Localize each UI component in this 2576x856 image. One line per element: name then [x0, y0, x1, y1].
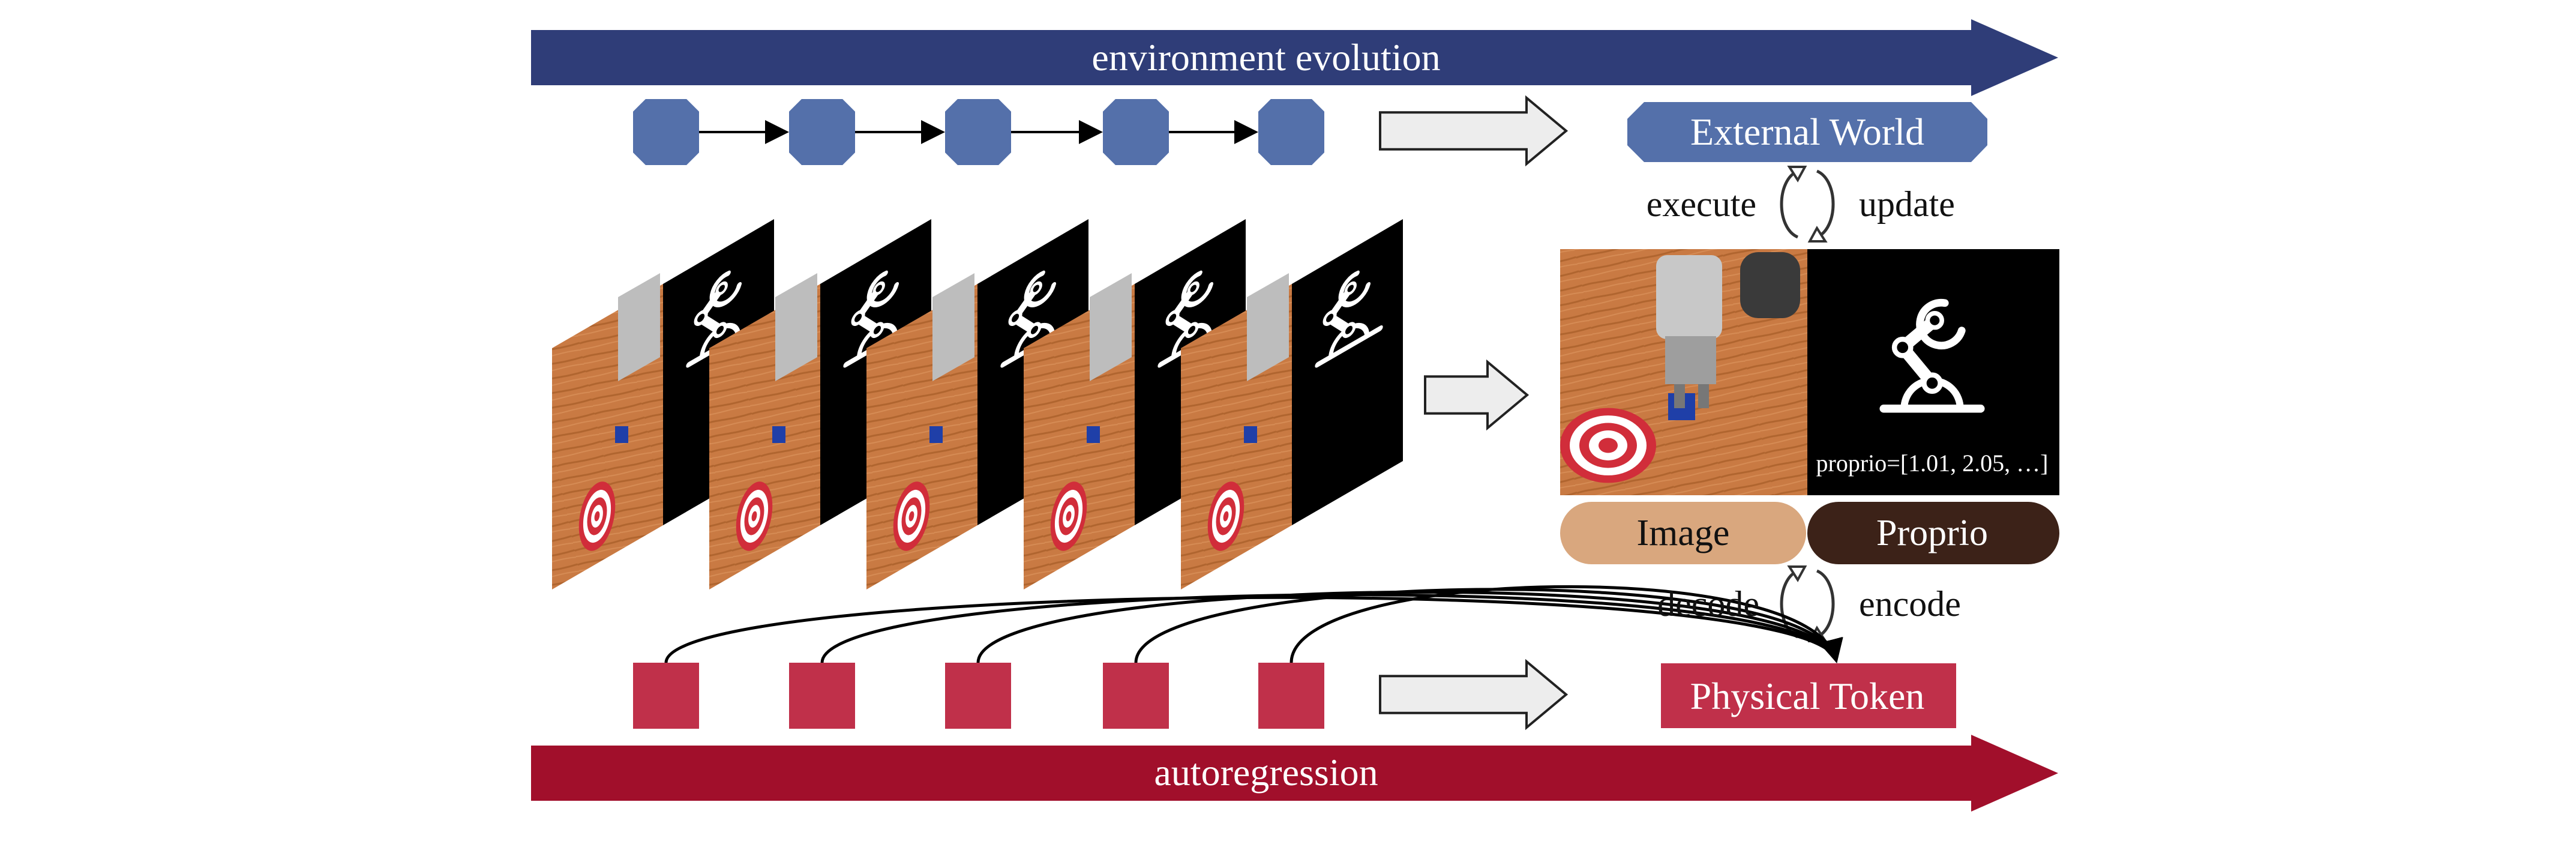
- frame-target: [1050, 481, 1087, 551]
- physical-token-label: Physical Token: [1690, 675, 1925, 717]
- frame-cube: [1244, 426, 1257, 443]
- robot-body: [1656, 255, 1722, 339]
- target-ring: [1599, 438, 1618, 453]
- frame-robot: [618, 273, 660, 381]
- state-node: [633, 99, 699, 165]
- target-ring: [908, 511, 914, 522]
- cycle-arrows-icon: [1782, 167, 1833, 241]
- gripper-finger: [1698, 384, 1709, 408]
- token-node: [945, 663, 1011, 729]
- state-node: [945, 99, 1011, 165]
- token-node: [1103, 663, 1169, 729]
- encode-label: encode: [1859, 584, 1961, 624]
- top-evolution-arrow: [531, 19, 2058, 96]
- hollow-arrow-to-token: [1379, 659, 1569, 731]
- target-ring: [751, 511, 757, 522]
- frame-robot: [932, 273, 974, 381]
- target-ring: [1223, 511, 1229, 522]
- frame-robot: [775, 273, 817, 381]
- state-node: [1103, 99, 1169, 165]
- external-world-box: [1627, 102, 1987, 162]
- external-world-label: External World: [1690, 110, 1924, 153]
- image-pill: [1560, 502, 1806, 564]
- frame-target: [736, 481, 773, 551]
- execute-label: execute: [1646, 184, 1756, 224]
- update-label: update: [1859, 184, 1955, 224]
- frame-robot: [1090, 273, 1132, 381]
- target-ring: [594, 511, 600, 522]
- frame-target: [1207, 481, 1244, 551]
- robot-wrist: [1665, 336, 1716, 384]
- physical-token-box: [1661, 663, 1956, 728]
- frame-cube: [615, 426, 628, 443]
- frame: [1181, 219, 1403, 589]
- state-node: [1258, 99, 1324, 165]
- target-ring: [1066, 511, 1072, 522]
- bottom-autoregression-arrow: [531, 735, 2058, 812]
- decode-label: decode: [1657, 584, 1759, 624]
- top-bar-label: environment evolution: [1091, 36, 1441, 79]
- image-pill-label: Image: [1636, 513, 1730, 553]
- frame-cube: [929, 426, 943, 443]
- proprio-panel: [1807, 249, 2059, 495]
- frame-proprio: [1292, 219, 1403, 525]
- hollow-arrow-to-image: [1424, 359, 1530, 431]
- token-node: [789, 663, 855, 729]
- attention-arc: [1290, 585, 1843, 663]
- frame-cube: [1087, 426, 1100, 443]
- token-node: [1258, 663, 1324, 729]
- robot-arm-dark: [1740, 252, 1800, 318]
- token-node: [633, 663, 699, 729]
- gripper-finger: [1674, 384, 1685, 408]
- frame-target: [893, 481, 930, 551]
- bottom-bar-label: autoregression: [1154, 751, 1378, 794]
- hollow-arrow-to-world: [1379, 95, 1569, 167]
- proprio-readout: proprio=[1.01, 2.05, …]: [1816, 450, 2049, 477]
- state-node: [789, 99, 855, 165]
- proprio-pill-label: Proprio: [1876, 513, 1988, 553]
- frame-robot: [1247, 273, 1289, 381]
- proprio-pill: [1807, 502, 2059, 564]
- frame-cube: [772, 426, 785, 443]
- frame-target: [578, 481, 616, 551]
